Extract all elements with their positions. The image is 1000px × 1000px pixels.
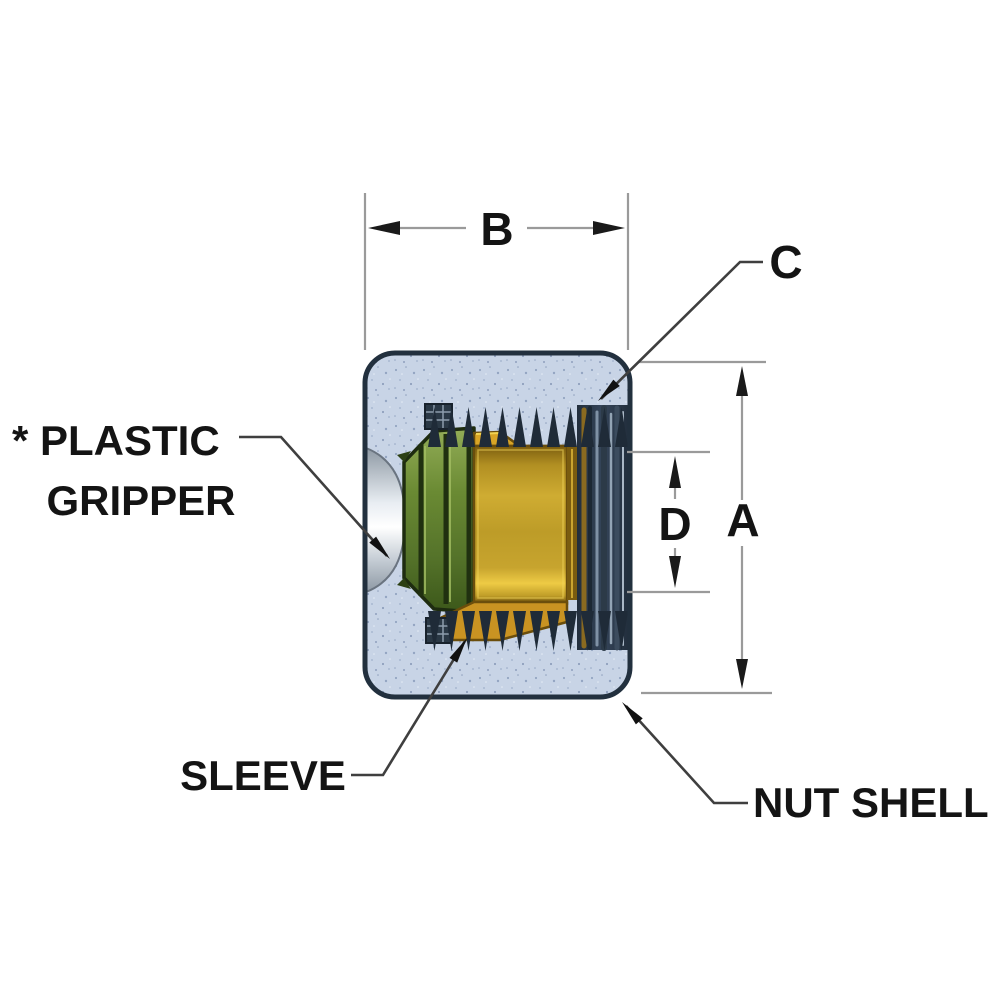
thread-teeth-top (428, 407, 628, 447)
thread-start-block-top (424, 403, 453, 430)
callout-c: C (598, 236, 803, 401)
sleeve-label: SLEEVE (180, 752, 346, 799)
callout-nut-shell: NUT SHELL (622, 702, 989, 826)
dim-a-label: A (726, 494, 759, 546)
dim-d-label: D (658, 498, 691, 550)
dimension-a: A (638, 360, 772, 695)
thread-teeth-bottom (428, 611, 628, 651)
plastic-gripper-label-line2: GRIPPER (46, 477, 235, 524)
plastic-gripper-part (397, 426, 476, 614)
dim-b-label: B (480, 203, 513, 255)
dimension-d: D (627, 450, 710, 594)
dimension-b: B (363, 193, 630, 350)
callout-sleeve: SLEEVE (180, 638, 467, 799)
nut-shell-outline (362, 350, 633, 700)
plastic-gripper-label-line1: * PLASTIC (12, 417, 220, 464)
dim-c-label: C (769, 236, 802, 288)
nut-shell-label: NUT SHELL (753, 779, 989, 826)
callout-plastic-gripper: * PLASTIC GRIPPER (12, 417, 390, 559)
